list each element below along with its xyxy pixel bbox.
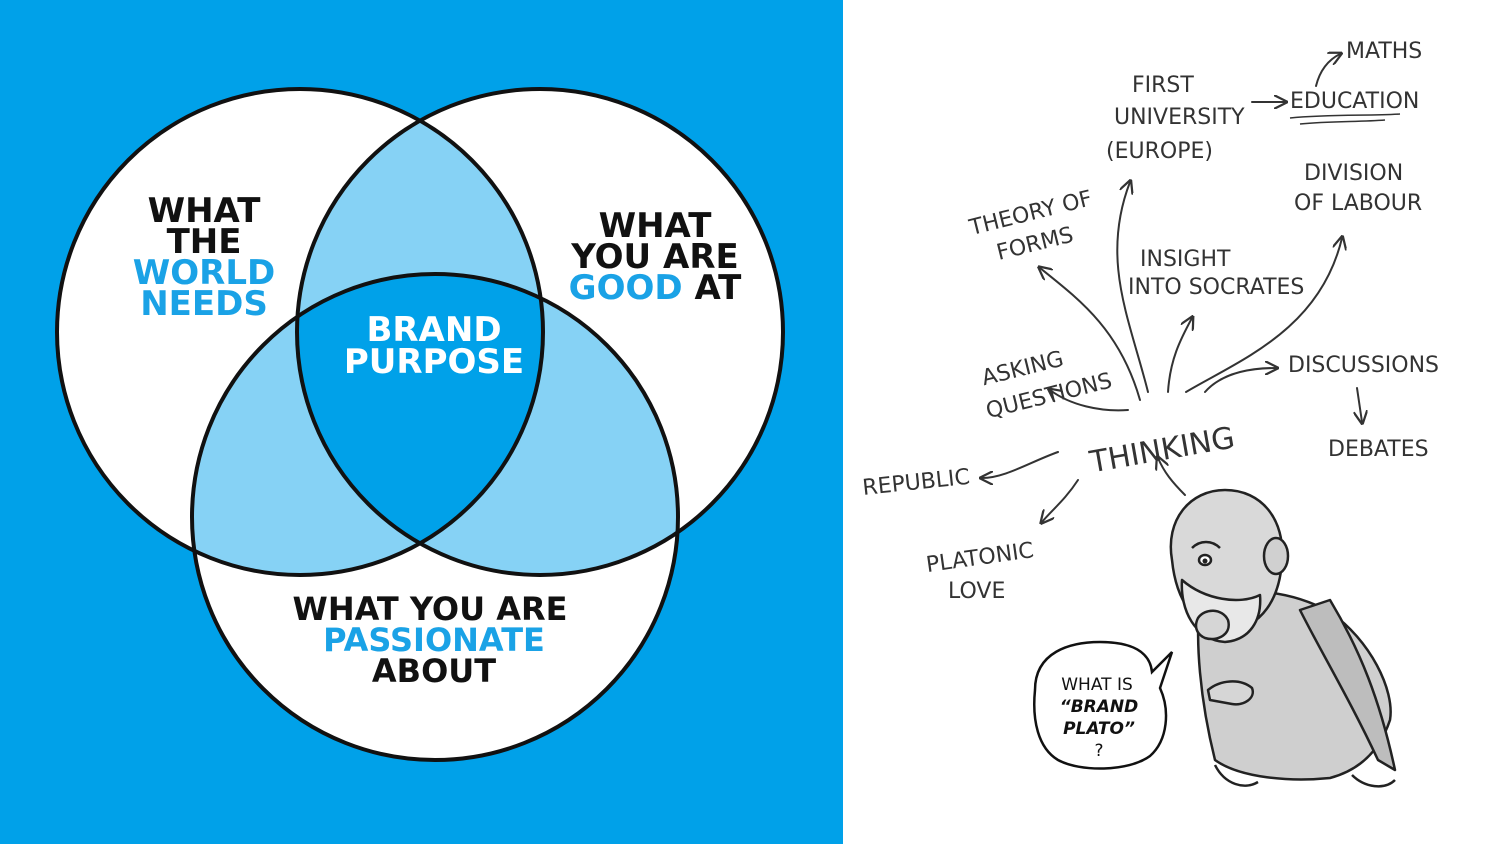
arrow-to-division [1185,238,1342,393]
division-1: DIVISION [1304,161,1403,186]
arrow-to-discussions [1204,368,1276,393]
center-line2: PURPOSE [344,342,524,382]
arrow-to-first-university [1116,182,1149,393]
arrow-to-platonic [1042,479,1079,522]
debates: DEBATES [1328,437,1429,462]
at-word: AT [694,268,742,308]
good-line3: GOOD AT [569,268,742,308]
circle-passion-outline [190,272,680,762]
circle-world-outline [55,87,545,577]
venn-panel: WHAT THE WORLD NEEDS WHAT YOU ARE GOOD A… [0,0,843,844]
mindmap: THINKING FIRST UNIVERSITY (EUROPE) EDUCA… [861,39,1439,788]
arrow-to-maths [1315,54,1340,87]
speech-bubble: WHAT IS “BRAND PLATO” ? [1033,640,1174,770]
platonic-1: PLATONIC [925,538,1036,578]
good-line2: YOU ARE [570,237,738,277]
passion-line1: WHAT YOU ARE [293,590,568,628]
first-university-2: UNIVERSITY [1114,105,1245,130]
bubble-line2: “BRAND [1060,697,1139,717]
arrow-to-insight [1167,318,1192,393]
insight-2: INTO SOCRATES [1128,275,1304,300]
platonic-2: LOVE [948,579,1005,604]
education: EDUCATION [1290,89,1419,114]
plato-illustration [1169,488,1397,788]
world-line2: THE [167,222,242,262]
division-2: OF LABOUR [1294,191,1422,216]
mindmap-panel: THINKING FIRST UNIVERSITY (EUROPE) EDUCA… [843,0,1500,844]
center-line1: BRAND [366,310,501,350]
arrow-to-asking [1050,390,1129,412]
venn-diagram: WHAT THE WORLD NEEDS WHAT YOU ARE GOOD A… [55,87,785,762]
republic: REPUBLIC [861,465,971,501]
maths: MATHS [1346,39,1422,64]
good-word: GOOD [569,268,683,308]
mindmap-center: THINKING [1086,420,1237,480]
world-line1: WHAT [148,191,262,231]
passion-line2: PASSIONATE [323,621,545,659]
arrow-to-theory-of-forms [1040,268,1141,401]
discussions: DISCUSSIONS [1288,353,1439,378]
good-line1: WHAT [599,206,713,246]
bubble-line1: WHAT IS [1061,675,1133,695]
arrow-to-debates [1357,387,1362,422]
passion-line3: ABOUT [372,652,496,690]
bubble-line4: ? [1094,741,1103,761]
education-underline-2 [1299,119,1386,125]
arrow-to-republic [982,451,1059,478]
insight-1: INSIGHT [1140,247,1231,272]
arrow-from-plato [1158,458,1186,496]
overlap-center [297,274,543,575]
circle-good-outline [295,87,785,577]
first-university-3: (EUROPE) [1106,139,1213,164]
bubble-line3: PLATO” [1063,719,1135,739]
first-university-1: FIRST [1132,73,1194,98]
education-underline [1289,113,1401,119]
world-line4: NEEDS [140,284,268,324]
world-line3: WORLD [133,253,275,293]
